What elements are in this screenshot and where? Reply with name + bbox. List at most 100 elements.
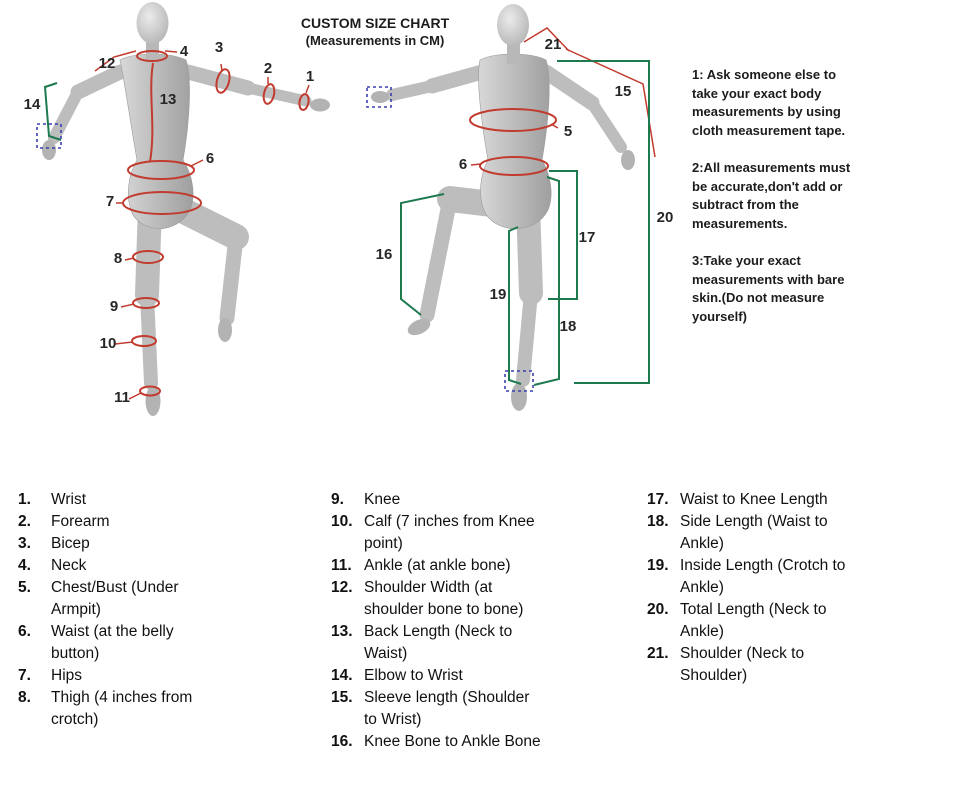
legend-item-label: Neck [51,557,87,574]
waist-ring-back [127,160,195,180]
legend-item-wrist: 1. Wrist [18,489,210,511]
legend-item-label: Ankle (at ankle bone) [364,557,511,574]
leader-chest [550,123,559,129]
legend-item-calf: 10. Calf (7 inches from Knee point) [331,511,543,555]
legend-column-3: 17.Waist to Knee Length 18. Side Length (… [647,489,859,687]
legend-item-label: Knee [364,491,401,508]
leader-calf [114,341,134,345]
marker-3: 3 [215,39,223,56]
legend-item-number: 4. [18,557,31,574]
legend-item-inside-length: 19.Inside Length (Crotch to Ankle) [647,555,859,599]
legend-item-number: 20. [647,601,669,618]
legend-item-total-length: 20. Total Length (Neck to Ankle) [647,599,859,643]
legend-item-ankle: 11.Ankle (at ankle bone) [331,555,543,577]
legend-item-number: 7. [18,667,31,684]
leader-ankle [128,392,142,400]
marker-7: 7 [106,193,114,210]
mannequin-back-view [42,2,330,416]
legend-item-number: 5. [18,579,31,596]
back-standing-shin [140,288,158,390]
legend-item-label: Bicep [51,535,90,552]
legend-column-1: 1.Wrist 2.Forearm 3.Bicep 4.Neck 5.Chest… [18,489,210,731]
ankle-dashed-marker-front [504,370,534,392]
measurement-diagram: 12 4 3 2 1 14 13 6 7 8 9 10 11 [24,2,674,416]
legend-item-label: Forearm [51,513,110,530]
forearm-ring [262,83,276,105]
back-raised-shin [219,229,244,326]
legend-item-shoulder-width: 12. Shoulder Width (at shoulder bone to b… [331,577,543,621]
legend-item-shoulder: 21. Shoulder (Neck to Shoulder) [647,643,859,687]
inside-length-bracket [508,226,522,385]
back-view-annotations: 12 4 3 2 1 14 13 6 7 8 9 10 11 [24,39,315,406]
marker-11: 11 [114,389,130,406]
back-standing-foot [145,386,161,416]
marker-13: 13 [160,91,177,108]
legend-item-number: 2. [18,513,31,530]
marker-1: 1 [306,68,314,85]
back-torso [119,53,194,230]
legend-item-number: 21. [647,645,669,662]
legend-item-label: Waist to Knee Length [680,491,828,508]
front-standing-foot [511,383,527,411]
front-left-upper-arm [424,64,490,94]
side-length-bracket [533,176,560,386]
front-torso [478,53,552,230]
page-subtitle: (Measurements in CM) [305,33,445,48]
legend-item-number: 8. [18,689,31,706]
back-left-forearm [48,86,84,144]
legend-item-sleeve-length: 15.Sleeve length (Shoulder to Wrist) [331,687,543,731]
legend-item-number: 9. [331,491,344,508]
legend-item-waist: 6.Waist (at the belly button) [18,621,210,665]
leader-waist-front [470,163,482,166]
legend-item-thigh: 8. Thigh (4 inches from crotch) [18,687,210,731]
legend-item-label: Chest/Bust (Under Armpit) [51,579,179,618]
legend-item-number: 6. [18,623,31,640]
calf-ring [131,335,157,347]
front-right-upper-arm [538,64,600,111]
legend-item-label: Side Length (Waist to Ankle) [680,513,828,552]
legend-item-number: 1. [18,491,31,508]
legend-item-label: Thigh (4 inches from crotch) [51,689,193,728]
legend-item-number: 10. [331,513,353,530]
legend-item-number: 15. [331,689,353,706]
marker-5: 5 [564,123,572,140]
knee-to-ankle-bracket [400,193,445,316]
leader-thigh [124,257,135,261]
legend-item-label: Inside Length (Crotch to Ankle) [680,557,846,596]
wrist-dashed-marker-back [36,123,62,149]
legend-item-knee: 9. Knee [331,489,543,511]
legend-item-label: Shoulder Width (at shoulder bone to bone… [364,579,524,618]
wrist-ring [298,93,310,111]
back-right-forearm [242,82,312,107]
front-right-forearm [586,97,627,153]
wrist-dashed-marker-front [366,86,392,108]
legend-column-2: 9. Knee 10. Calf (7 inches from Knee point… [331,489,543,753]
front-left-forearm [386,80,438,101]
marker-20: 20 [657,209,674,226]
instruction-1: 1: Ask someone else to take your exact b… [692,67,846,138]
waist-to-knee-bracket [548,170,578,300]
leader-knee [120,303,135,308]
front-raised-shin [419,191,458,323]
marker-6-back: 6 [206,150,214,167]
bicep-ring [215,68,231,94]
legend-item-neck: 4. Neck [18,555,210,577]
legend-item-label: Calf (7 inches from Knee point) [364,513,535,552]
marker-10: 10 [100,335,117,352]
back-left-upper-arm [70,64,128,100]
marker-14: 14 [24,96,41,113]
legend-item-label: Total Length (Neck to Ankle) [680,601,827,640]
front-standing-shin [516,286,538,387]
legend-item-back-length: 13.Back Length (Neck to Waist) [331,621,543,665]
legend-item-label: Hips [51,667,83,684]
legend-item-number: 12. [331,579,353,596]
back-left-hand [42,140,56,160]
legend-item-label: Shoulder (Neck to Shoulder) [680,645,805,684]
leader-waist-back [190,159,204,167]
legend-item-label: Wrist [51,491,87,508]
page-title: CUSTOM SIZE CHART [300,15,450,31]
legend-item-label: Back Length (Neck to Waist) [364,623,513,662]
legend-item-number: 18. [647,513,669,530]
back-length-line [149,62,154,163]
legend-item-waist-to-knee: 17.Waist to Knee Length [647,489,859,511]
